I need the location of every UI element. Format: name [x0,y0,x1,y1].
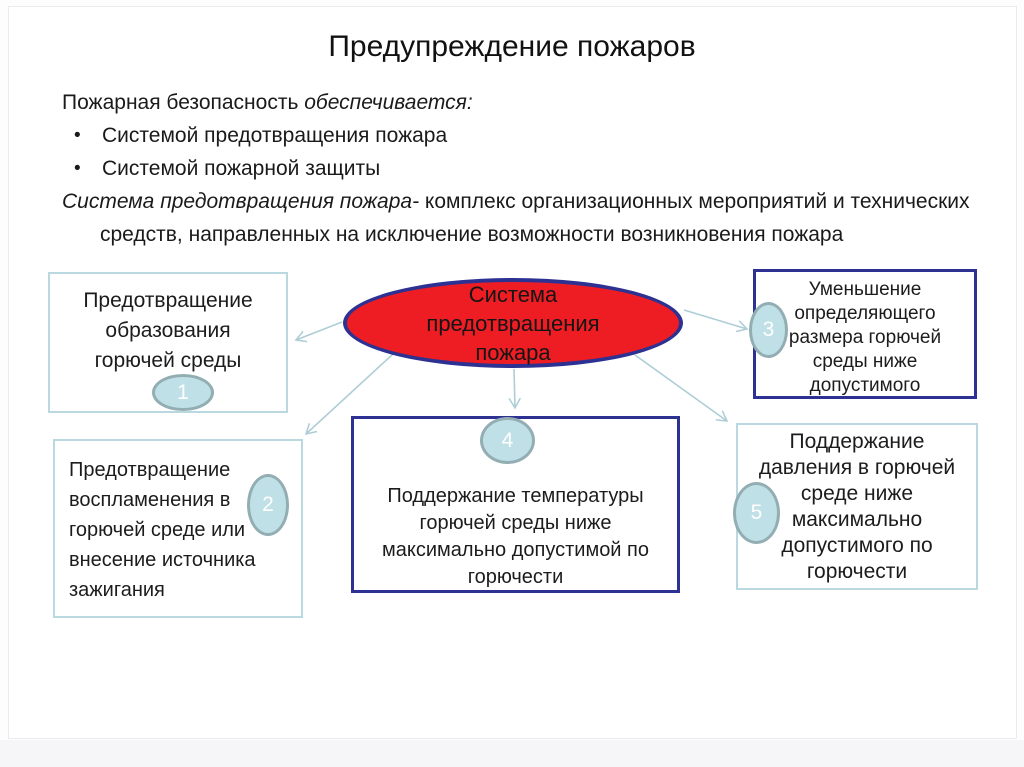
definition-normal-text: комплекс организационных мероприятий и т… [100,190,970,246]
arrow-to-node-2 [304,353,394,436]
node-number-badge-2: 2 [247,474,289,536]
arrow-to-node-3 [683,309,749,333]
arrow-to-node-1 [294,321,343,343]
slide-bottom-margin [0,740,1024,767]
arrow-to-node-4 [508,368,522,410]
arrow-to-node-5 [634,354,729,422]
intro-italic-text: обеспечивается: [304,91,473,114]
intro-normal-text: Пожарная безопасность [62,91,305,114]
slide-body-text: Пожарная безопасность обеспечивается: • … [62,86,992,251]
node-number-badge-4: 4 [480,417,535,464]
bullet-item: • Системой предотвращения пожара [62,119,992,152]
intro-line: Пожарная безопасность обеспечивается: [62,86,992,119]
bullet-marker: • [74,158,81,179]
node-label-2: Предотвращение воспламенения в горючей с… [69,459,256,601]
node-label-3: Уменьшение определяющего размера горючей… [788,279,942,396]
node-number-badge-5: 5 [733,482,780,544]
node-label-5: Поддержание давления в горючей среде ниж… [758,430,956,583]
node-number-badge-3: 3 [749,302,788,358]
node-number-badge-1: 1 [152,374,214,411]
bullet-text: Системой пожарной защиты [102,157,381,180]
node-label-4: Поддержание температуры горючей среды ни… [382,485,649,588]
definition-paragraph: Система предотвращения пожара- комплекс … [62,185,992,251]
node-label-1: Предотвращение образования горючей среды [83,289,253,372]
center-ellipse-label: Система предотвращения пожара [426,281,600,365]
node-box-3: Уменьшение определяющего размера горючей… [753,269,977,399]
bullet-marker: • [74,125,81,146]
definition-italic-text: Система предотвращения пожара- [62,190,420,213]
bullet-item: • Системой пожарной защиты [62,152,992,185]
bullet-text: Системой предотвращения пожара [102,124,448,147]
slide-title: Предупреждение пожаров [328,30,696,63]
center-ellipse: Система предотвращения пожара [343,278,683,368]
